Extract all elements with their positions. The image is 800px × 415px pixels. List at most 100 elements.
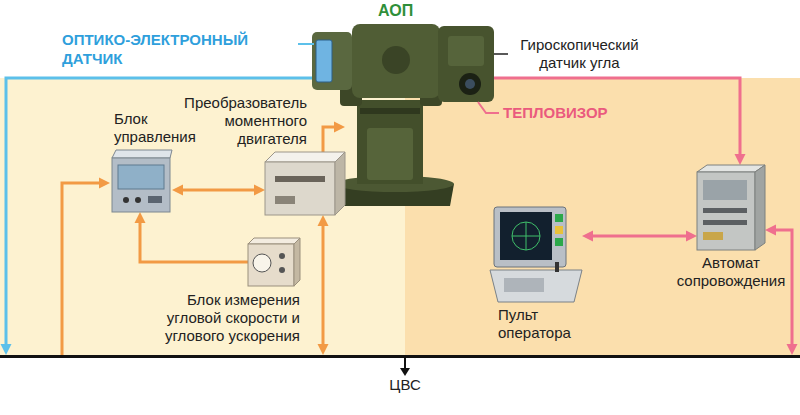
- turret-illustration: [465, 79, 475, 89]
- turret-illustration: [459, 73, 481, 95]
- arrow-head: [99, 178, 110, 189]
- arrow-head: [765, 225, 776, 236]
- operator-console-illustration: [555, 262, 559, 272]
- control-unit: Блок управления: [110, 150, 172, 212]
- arrow-head: [582, 231, 593, 242]
- connector-line: [591, 235, 688, 238]
- leader-line: [478, 102, 499, 113]
- arrow-head: [254, 185, 265, 196]
- arrow-head: [135, 212, 146, 223]
- tracking-unit-illustration: [697, 165, 765, 172]
- bus-label: ЦВС: [380, 376, 430, 394]
- control-unit-illustration: [112, 150, 172, 212]
- tracking-unit-illustration: [703, 220, 747, 225]
- operator-console-illustration: [555, 226, 563, 234]
- torque-converter-illustration: [335, 152, 345, 215]
- torque-converter-illustration: [275, 196, 295, 204]
- tracking-unit-illustration: [697, 165, 765, 250]
- arrow-head: [1, 344, 12, 355]
- turret-illustration: [360, 108, 420, 114]
- turret-illustration: [382, 46, 410, 74]
- tracking-unit-illustration: [703, 208, 747, 213]
- leader-line: [494, 53, 508, 55]
- rate-sensor-illustration: [248, 244, 294, 286]
- unit-label: Пульт оператора: [498, 306, 582, 342]
- connector-line: [62, 183, 101, 355]
- unit-title: АОП: [378, 2, 422, 20]
- turret-illustration: [316, 40, 332, 82]
- operator-console-illustration: [512, 222, 540, 250]
- bus-tap-arrow: [400, 358, 410, 376]
- connector: [135, 212, 249, 262]
- operator-console-illustration: [526, 222, 527, 250]
- part-label: ОПТИКО-ЭЛЕКТРОННЫЙ ДАТЧИК: [62, 30, 294, 68]
- operator-console-illustration: [504, 278, 544, 292]
- connector: [323, 122, 345, 153]
- arrow-head: [318, 215, 329, 226]
- rate-sensor-unit: Блок измерения угловой скорости и углово…: [248, 238, 300, 286]
- part-label: Гироскопический датчик угла: [512, 36, 647, 72]
- control-unit-illustration: [148, 196, 162, 203]
- turret-illustration: [357, 100, 423, 184]
- connector-line: [455, 78, 740, 156]
- connector: [62, 178, 110, 356]
- operator-console-illustration: [490, 207, 582, 302]
- rate-sensor-illustration: [279, 253, 285, 259]
- turret-illustration: [448, 36, 484, 66]
- background-panel: [0, 78, 405, 355]
- rate-sensor-illustration: [248, 238, 300, 286]
- torque-converter-illustration: [265, 162, 335, 215]
- control-unit-illustration: [118, 165, 164, 189]
- connector: [582, 231, 697, 242]
- torque-converter: Преобразователь моментного двигателя: [265, 152, 345, 215]
- connector-line: [6, 78, 345, 346]
- turret-illustration: [367, 128, 413, 180]
- operator-console-illustration: [555, 214, 563, 222]
- operator-console-illustration: [500, 212, 552, 260]
- background-panel: [405, 78, 800, 355]
- control-unit-illustration: [123, 197, 129, 203]
- connector: [455, 78, 746, 165]
- leader-line: [298, 43, 314, 45]
- operator-console: Пульт оператора: [490, 207, 582, 302]
- part-label: ТЕПЛОВИЗОР: [503, 104, 633, 122]
- connector-line: [140, 221, 248, 262]
- connector: [172, 185, 265, 196]
- rate-sensor-illustration: [294, 238, 300, 286]
- connector-line: [181, 189, 256, 192]
- turret-illustration: [438, 26, 494, 102]
- arrow-head: [787, 344, 798, 355]
- unit-label: Блок управления: [114, 110, 206, 146]
- tracking-unit-illustration: [703, 232, 723, 240]
- rate-sensor-illustration: [248, 238, 300, 244]
- rate-sensor-illustration: [279, 267, 285, 273]
- unit-label: Преобразователь моментного двигателя: [179, 94, 307, 148]
- control-unit-illustration: [135, 197, 141, 203]
- arrow-head: [735, 154, 746, 165]
- rate-sensor-illustration: [253, 254, 271, 272]
- arrow-head: [334, 122, 345, 133]
- arrow-head: [686, 231, 697, 242]
- bus-tap-arrow: [400, 368, 410, 376]
- arrow-head: [172, 185, 183, 196]
- control-unit-illustration: [112, 158, 170, 212]
- data-bus: ЦВС: [0, 355, 800, 358]
- torque-converter-illustration: [265, 152, 345, 215]
- operator-console-illustration: [494, 207, 566, 267]
- turret-illustration: [312, 32, 352, 90]
- tracking-unit-illustration: [697, 172, 755, 250]
- tracking-unit-illustration: [703, 180, 747, 200]
- bus-tap-arrow: [404, 358, 406, 369]
- tracking-unit-illustration: [755, 165, 765, 250]
- tracking-unit: Автомат сопровождения: [697, 165, 765, 250]
- torque-converter-illustration: [265, 152, 345, 162]
- connector-line: [322, 224, 325, 346]
- connector: [1, 78, 346, 355]
- unit-label: Автомат сопровождения: [676, 254, 786, 290]
- control-unit-illustration: [112, 150, 172, 158]
- turret-unit: АОП: [345, 28, 455, 206]
- arrow-head: [318, 344, 329, 355]
- turret-illustration: [352, 24, 440, 98]
